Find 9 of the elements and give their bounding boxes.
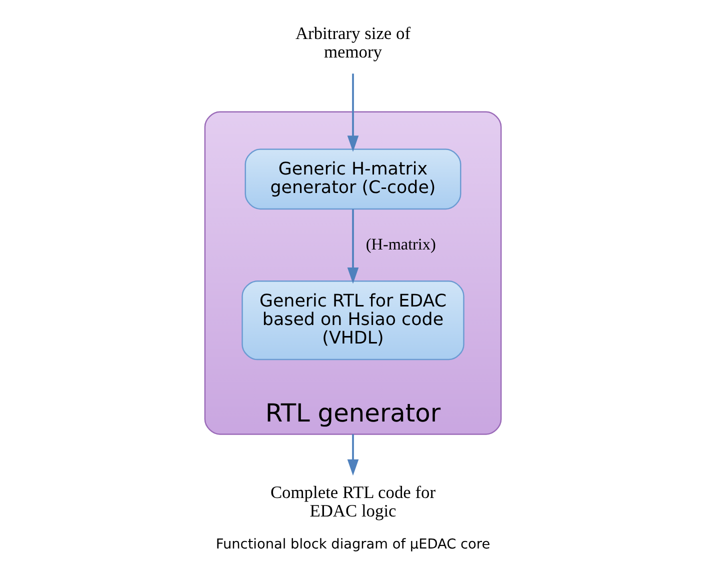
arrow xyxy=(346,74,358,152)
edge-label: (H-matrix) xyxy=(365,236,436,254)
node-box: Generic H-matrix generator (C-code) xyxy=(244,148,461,210)
node-box: Generic RTL for EDAC based on Hsiao code (VHDL) xyxy=(241,280,464,360)
node-text: Arbitrary size of memory xyxy=(294,22,410,62)
arrow xyxy=(346,434,358,476)
node-text: Complete RTL code for EDAC logic xyxy=(270,482,436,521)
arrow xyxy=(346,209,358,284)
caption: Functional block diagram of µEDAC core xyxy=(215,536,490,552)
